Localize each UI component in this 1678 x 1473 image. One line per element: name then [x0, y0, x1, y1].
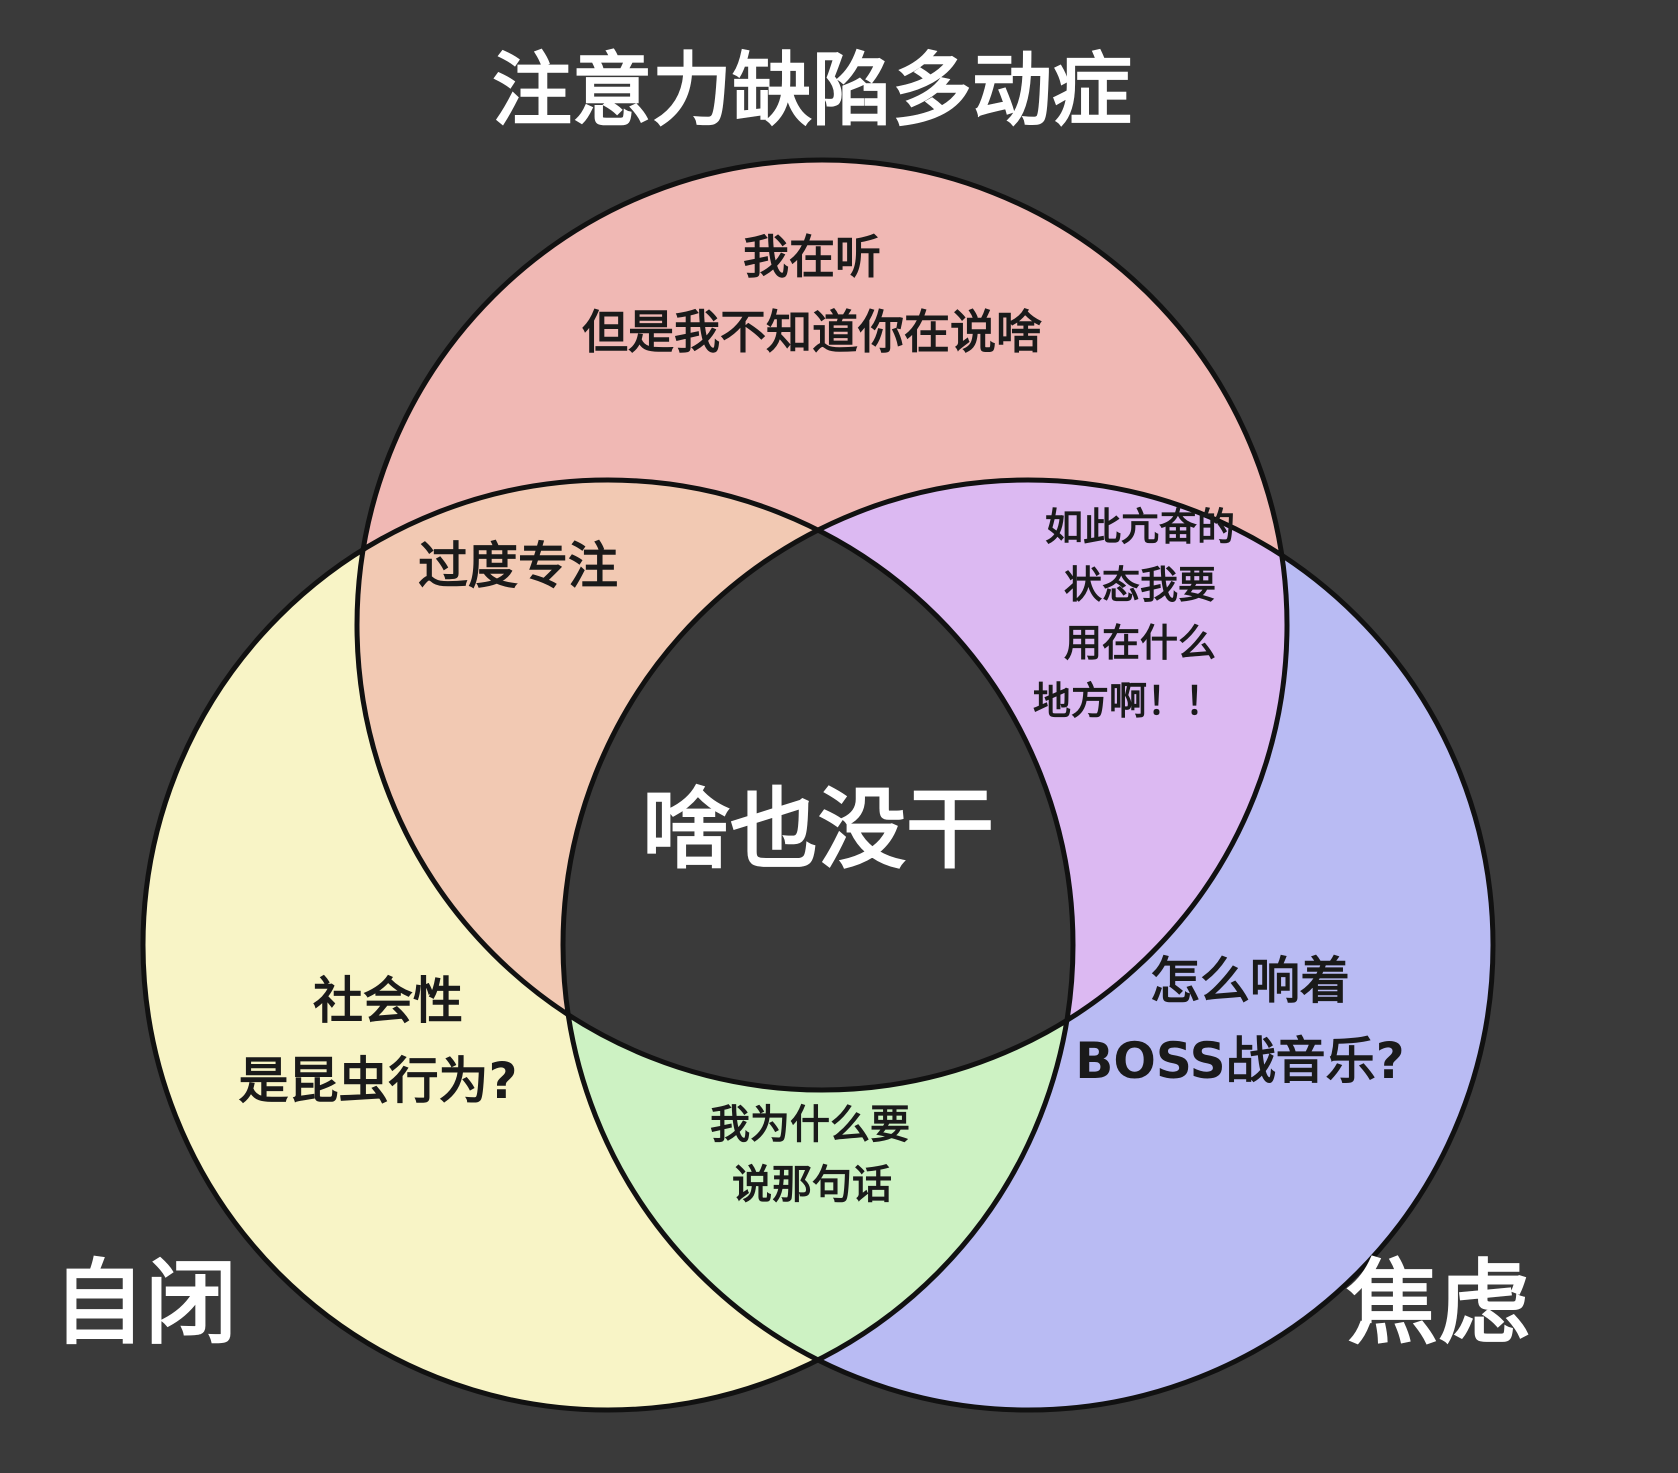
adhd-autism-text: 过度专注: [418, 537, 618, 595]
anxiety-label: 焦虑: [1346, 1250, 1530, 1357]
adhd-anxiety-line3: 用在什么: [1064, 621, 1216, 665]
autism-only-line2: 是昆虫行为?: [238, 1052, 517, 1110]
autism-anxiety-line2: 说那句话: [732, 1162, 892, 1208]
adhd-only-line1: 我在听: [743, 230, 881, 284]
adhd-anxiety-line2: 状态我要: [1064, 563, 1216, 607]
autism-only-line1: 社会性: [313, 972, 463, 1030]
anxiety-only-line1: 怎么响着: [1150, 952, 1350, 1010]
anxiety-only-line2: BOSS战音乐?: [1075, 1032, 1404, 1090]
diagram-title: 注意力缺陷多动症: [492, 44, 1132, 137]
anxiety-circle-outline: [560, 477, 1496, 1413]
adhd-circle-outline: [354, 157, 1290, 1093]
autism-circle-outline: [140, 477, 1076, 1413]
adhd-anxiety-line1: 如此亢奋的: [1045, 505, 1235, 549]
center-text: 啥也没干: [642, 778, 994, 881]
center-overlap: [563, 480, 1073, 1090]
adhd-only-line2: 但是我不知道你在说啥: [582, 305, 1042, 359]
autism-label: 自闭: [53, 1250, 237, 1357]
adhd-anxiety-line4: 地方啊！！: [1033, 679, 1223, 723]
autism-anxiety-line1: 我为什么要: [710, 1102, 910, 1148]
